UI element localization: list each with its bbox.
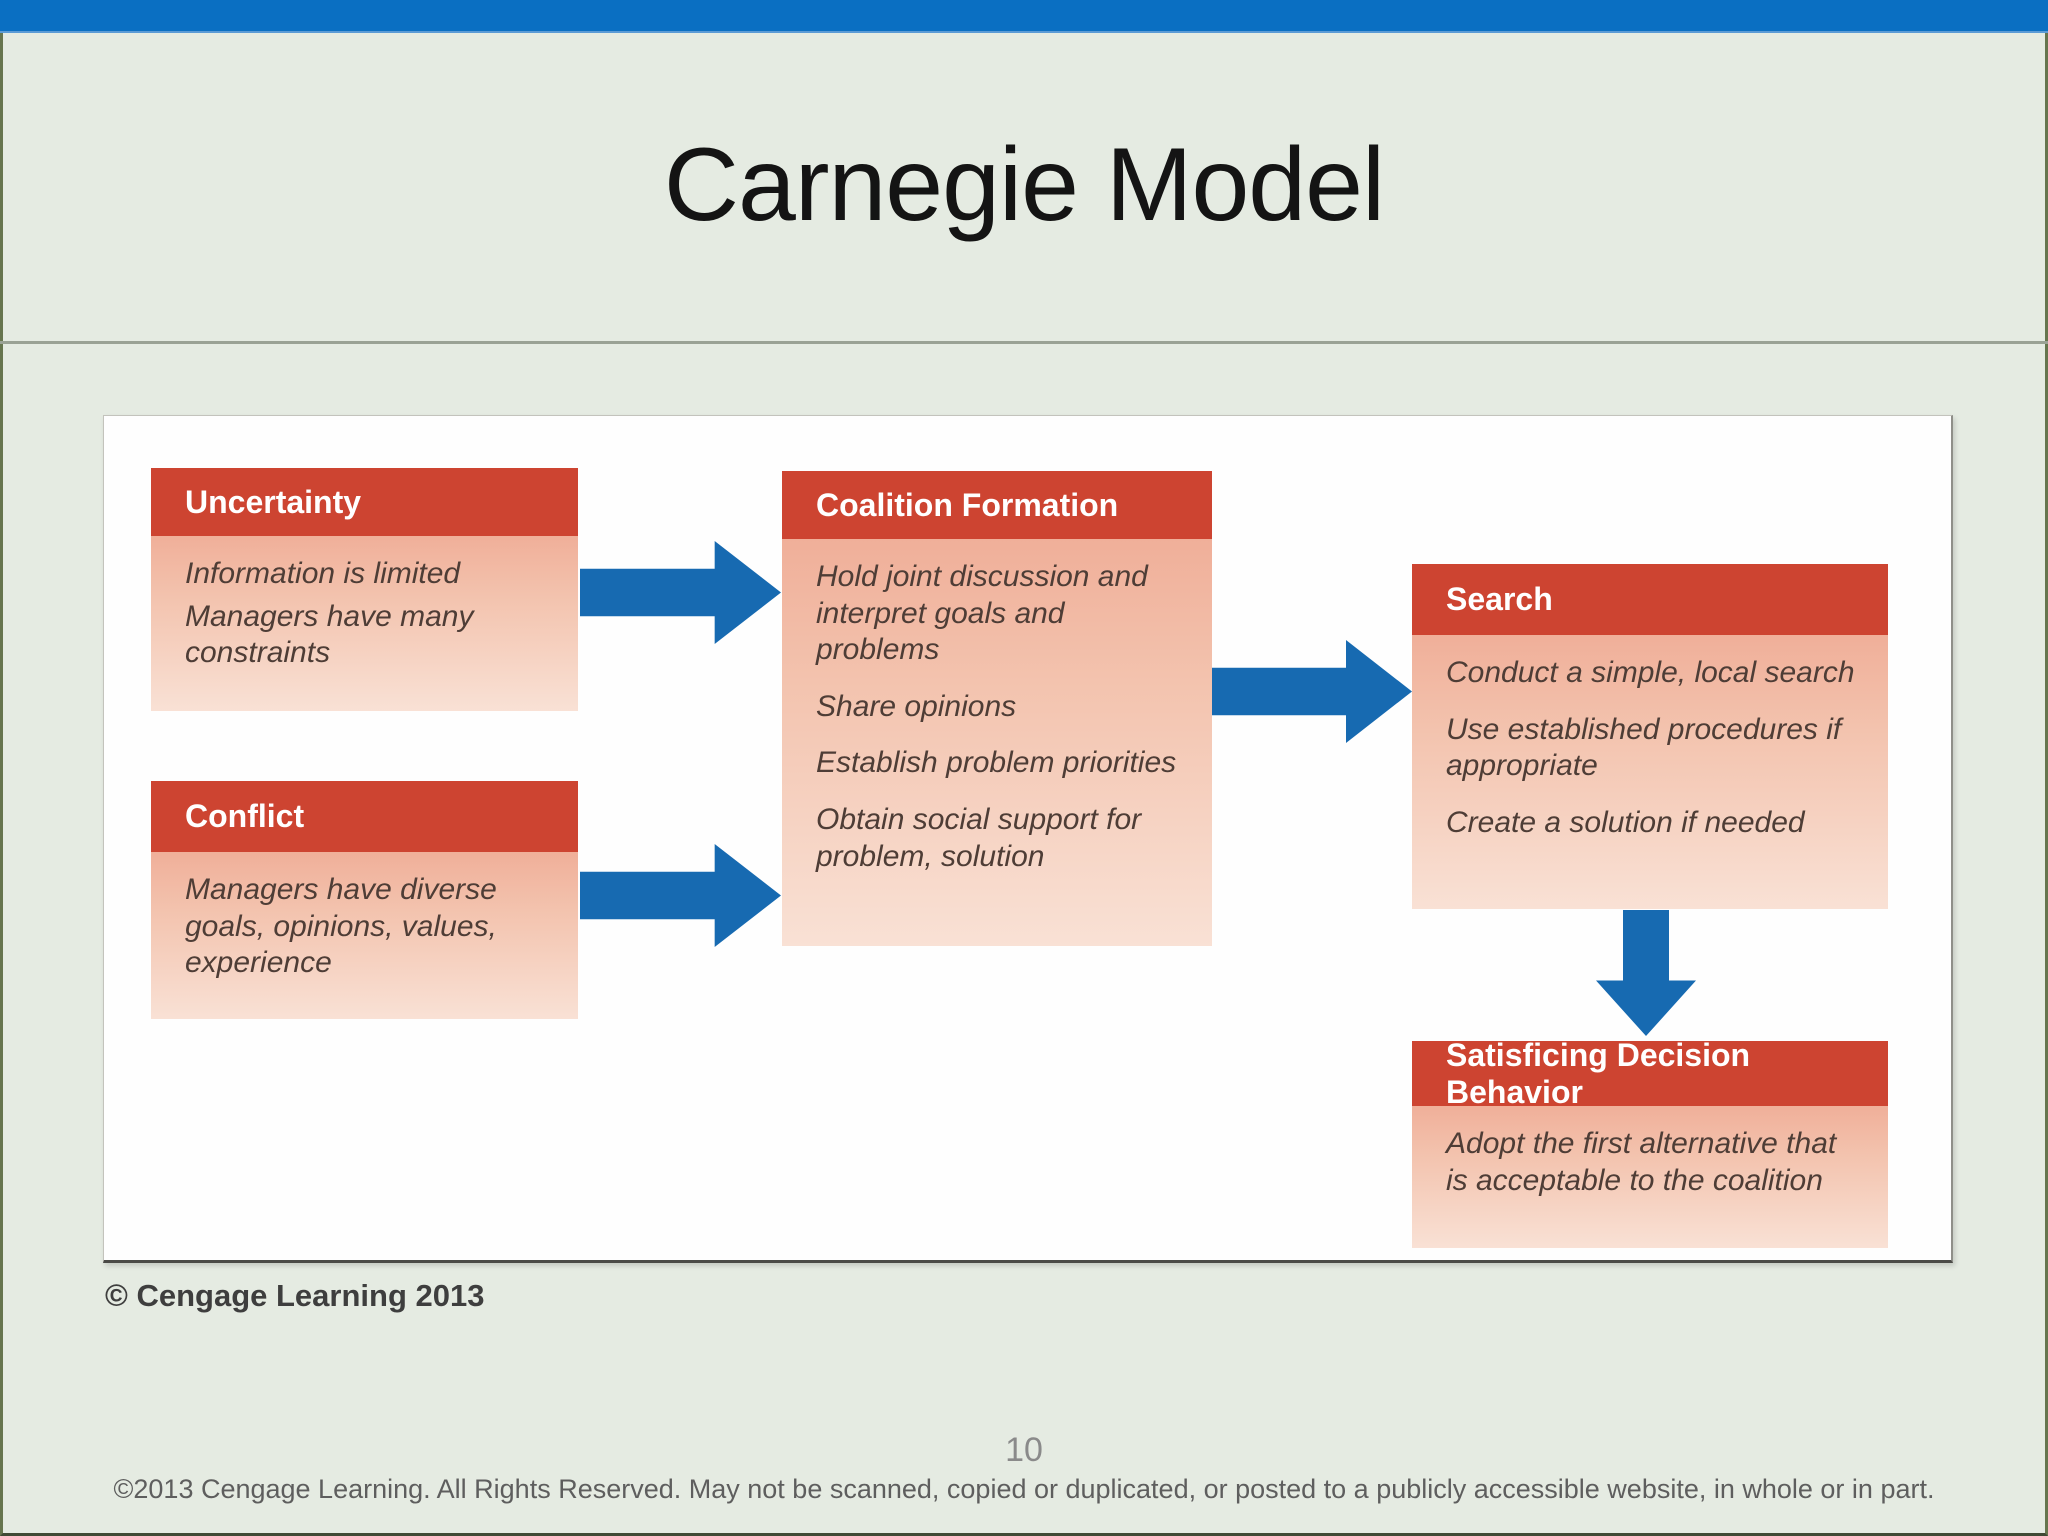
list-item: Share opinions (816, 689, 1017, 723)
box-conflict-header: Conflict (151, 781, 578, 852)
footer-copyright: ©2013 Cengage Learning. All Rights Reser… (113, 1474, 1935, 1504)
diagram-panel: Uncertainty Information is limited Manag… (103, 415, 1953, 1263)
list-item: Managers have diverse goals, opinions, v… (185, 873, 497, 980)
list-item: Establish problem priorities (816, 746, 1177, 780)
list-item: Managers have many constraints (185, 599, 474, 670)
list-item: Conduct a simple, local search (1446, 656, 1855, 689)
list-item: Use established procedures if appropriat… (1446, 712, 1842, 783)
page-title: Carnegie Model (663, 127, 1385, 243)
top-accent-bar (0, 0, 2048, 33)
box-search-header: Search (1412, 564, 1888, 635)
cengage-credit: © Cengage Learning 2013 (105, 1278, 485, 1313)
slide: Carnegie Model Uncertainty Information i… (0, 33, 2048, 1536)
box-search: Search Conduct a simple, local search Us… (1412, 564, 1888, 909)
box-coalition-formation-body: Hold joint discussion and interpret goal… (782, 539, 1212, 946)
right-arrow-icon-coalition-to-search (1212, 640, 1412, 743)
box-satisficing-decision-behavior-header: Satisficing Decision Behavior (1412, 1037, 1888, 1110)
box-conflict-body: Managers have diverse goals, opinions, v… (151, 852, 578, 1019)
box-coalition-formation-header: Coalition Formation (782, 471, 1212, 539)
box-conflict: Conflict Managers have diverse goals, op… (151, 781, 578, 1019)
right-arrow-icon-uncertainty-to-coalition (580, 541, 781, 644)
down-arrow-icon-search-to-satisficing (1596, 910, 1696, 1036)
list-item: Information is limited (185, 557, 461, 590)
box-satisficing-decision-behavior-body: Adopt the first alternative that is acce… (1412, 1106, 1888, 1248)
box-uncertainty-header: Uncertainty (151, 468, 578, 536)
list-item: Hold joint discussion and interpret goal… (816, 560, 1148, 667)
list-item: Obtain social support for problem, solut… (816, 802, 1142, 873)
box-uncertainty-body: Information is limited Managers have man… (151, 536, 578, 711)
title-divider (0, 341, 2048, 344)
box-uncertainty: Uncertainty Information is limited Manag… (151, 468, 578, 711)
box-coalition-formation: Coalition Formation Hold joint discussio… (782, 471, 1212, 946)
box-search-body: Conduct a simple, local search Use estab… (1412, 635, 1888, 909)
list-item: Create a solution if needed (1446, 805, 1805, 839)
page-number: 10 (1005, 1431, 1043, 1469)
list-item: Adopt the first alternative that is acce… (1446, 1127, 1837, 1197)
box-satisficing-decision-behavior: Satisficing Decision Behavior Adopt the … (1412, 1037, 1888, 1248)
right-arrow-icon-conflict-to-coalition (580, 844, 781, 947)
